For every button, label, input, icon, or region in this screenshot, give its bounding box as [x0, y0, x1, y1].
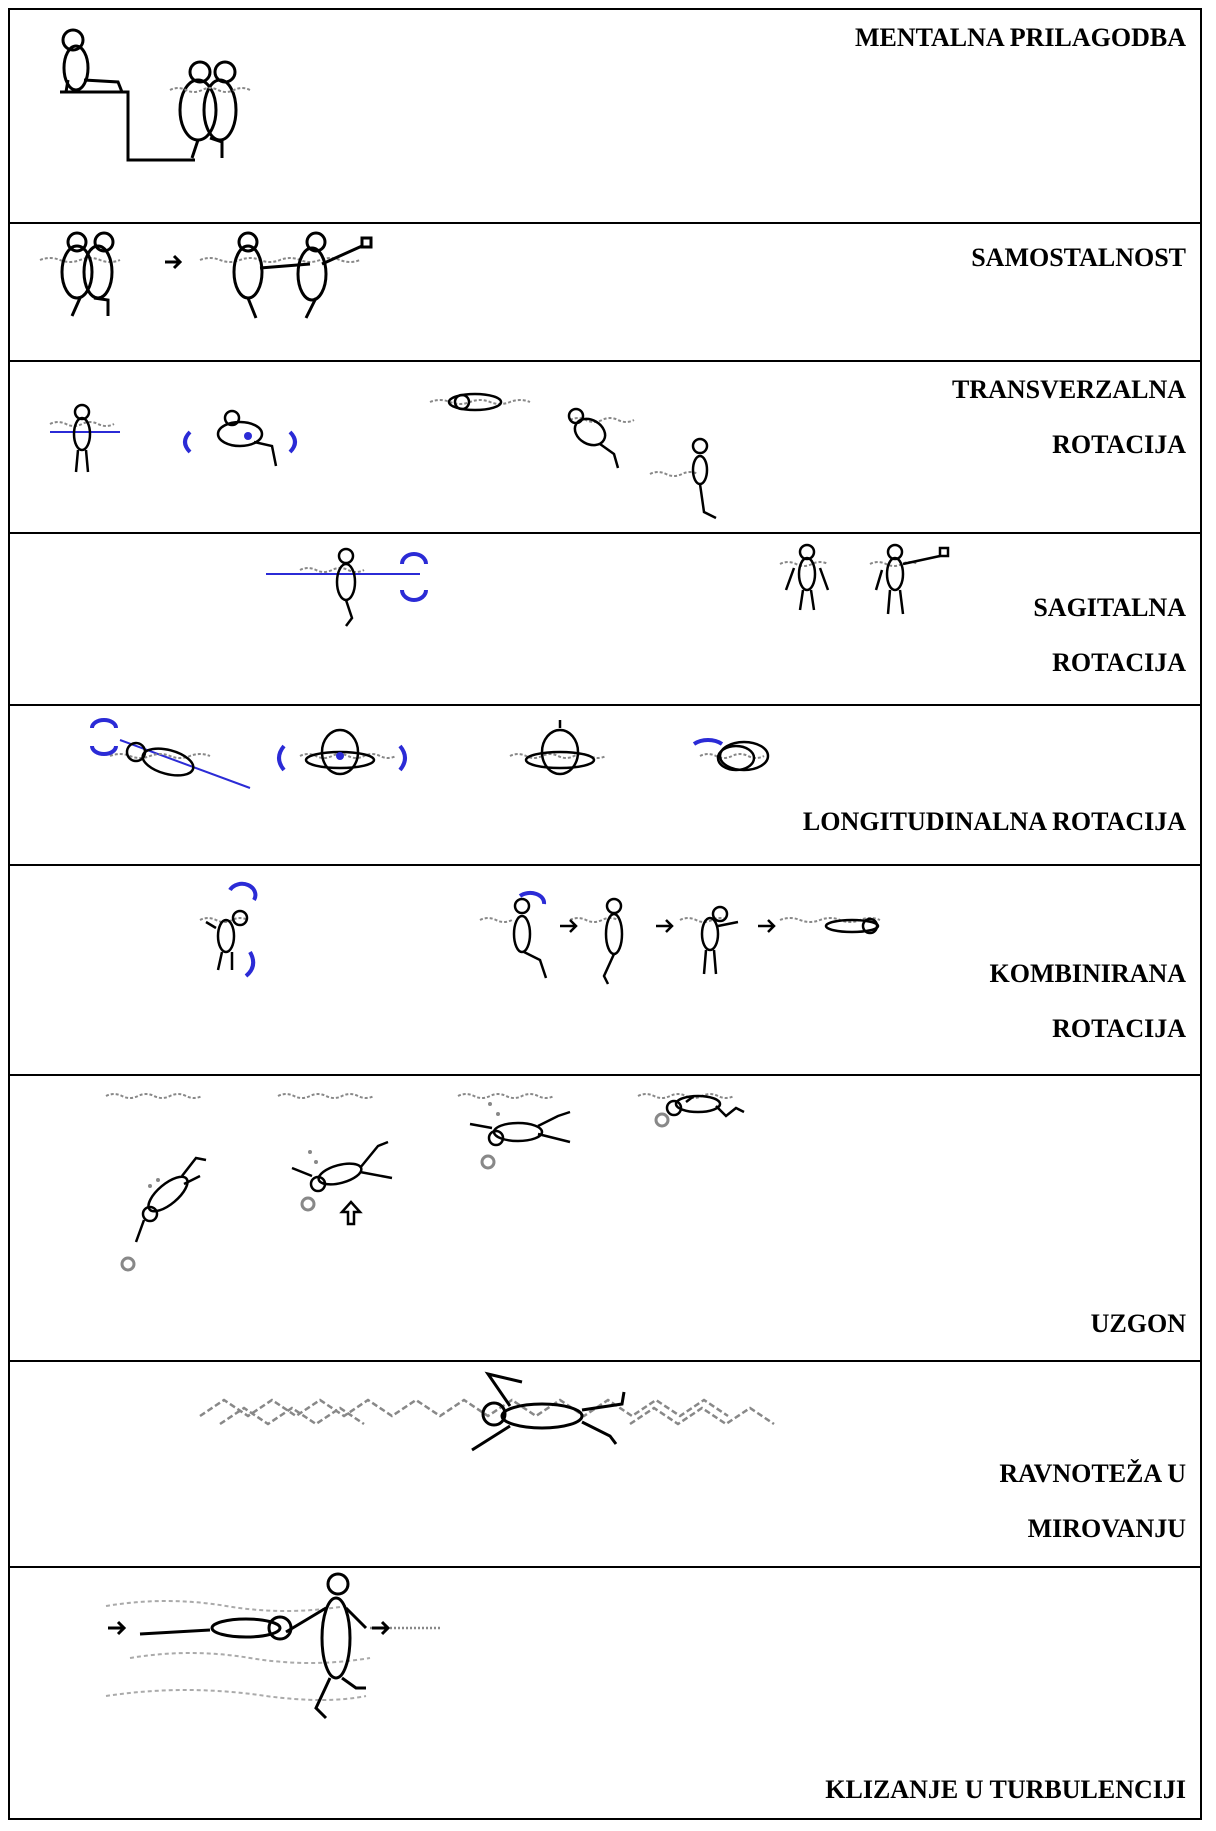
klizanje-u-turbulenciji-illustration — [105, 1572, 440, 1720]
row-ravnoteza-u-mirovanju: RAVNOTEŽA U MIROVANJU — [10, 1362, 1200, 1568]
label-line: ROTACIJA — [1052, 648, 1186, 677]
row-mentalna-prilagodba: MENTALNA PRILAGODBA — [10, 10, 1200, 224]
label-kombinirana-rotacija: KOMBINIRANA ROTACIJA — [990, 946, 1186, 1056]
row-kombinirana-rotacija: KOMBINIRANA ROTACIJA — [10, 866, 1200, 1076]
label-line: TRANSVERZALNA — [951, 375, 1186, 404]
label-line: ROTACIJA — [1052, 430, 1186, 459]
label-line: RAVNOTEŽA U — [999, 1459, 1186, 1488]
row-transverzalna-rotacija: TRANSVERZALNA ROTACIJA — [10, 362, 1200, 534]
label-line: MIROVANJU — [1027, 1514, 1186, 1543]
label-uzgon: UZGON — [1091, 1296, 1186, 1351]
label-line: SAGITALNA — [1033, 593, 1186, 622]
label-line: KOMBINIRANA — [989, 959, 1186, 988]
longitudinalna-rotacija-illustration — [90, 718, 770, 789]
label-ravnoteza-u-mirovanju: RAVNOTEŽA U MIROVANJU — [999, 1446, 1186, 1556]
kombinirana-rotacija-illustration — [199, 881, 881, 985]
uzgon-illustration — [105, 1093, 745, 1272]
row-longitudinalna-rotacija: LONGITUDINALNA ROTACIJA — [10, 706, 1200, 866]
label-line: SAMOSTALNOST — [971, 243, 1186, 272]
samostalnost-illustration — [39, 231, 373, 319]
label-line: KLIZANJE U TURBULENCIJI — [825, 1775, 1186, 1804]
label-samostalnost: SAMOSTALNOST — [971, 230, 1186, 285]
exercise-table: MENTALNA PRILAGODBA SAMOSTALNOST — [8, 8, 1202, 1820]
ravnoteza-u-mirovanju-illustration — [199, 1371, 775, 1452]
row-uzgon: UZGON — [10, 1076, 1200, 1362]
row-sagitalna-rotacija: SAGITALNA ROTACIJA — [10, 534, 1200, 706]
label-line: MENTALNA PRILAGODBA — [854, 23, 1186, 52]
row-samostalnost: SAMOSTALNOST — [10, 224, 1200, 362]
label-longitudinalna-rotacija: LONGITUDINALNA ROTACIJA — [803, 794, 1186, 849]
transverzalna-rotacija-illustration — [49, 392, 717, 520]
mentalna-prilagodba-illustration — [60, 28, 251, 162]
label-line: ROTACIJA — [1052, 1014, 1186, 1043]
row-klizanje-u-turbulenciji: KLIZANJE U TURBULENCIJI — [10, 1568, 1200, 1818]
label-line: LONGITUDINALNA ROTACIJA — [802, 807, 1186, 836]
label-transverzalna-rotacija: TRANSVERZALNA ROTACIJA — [952, 362, 1186, 472]
label-sagitalna-rotacija: SAGITALNA ROTACIJA — [1033, 580, 1186, 690]
sagitalna-rotacija-illustration — [266, 543, 950, 627]
label-mentalna-prilagodba: MENTALNA PRILAGODBA — [855, 10, 1186, 65]
label-klizanje-u-turbulenciji: KLIZANJE U TURBULENCIJI — [825, 1762, 1186, 1817]
label-line: UZGON — [1090, 1309, 1186, 1338]
